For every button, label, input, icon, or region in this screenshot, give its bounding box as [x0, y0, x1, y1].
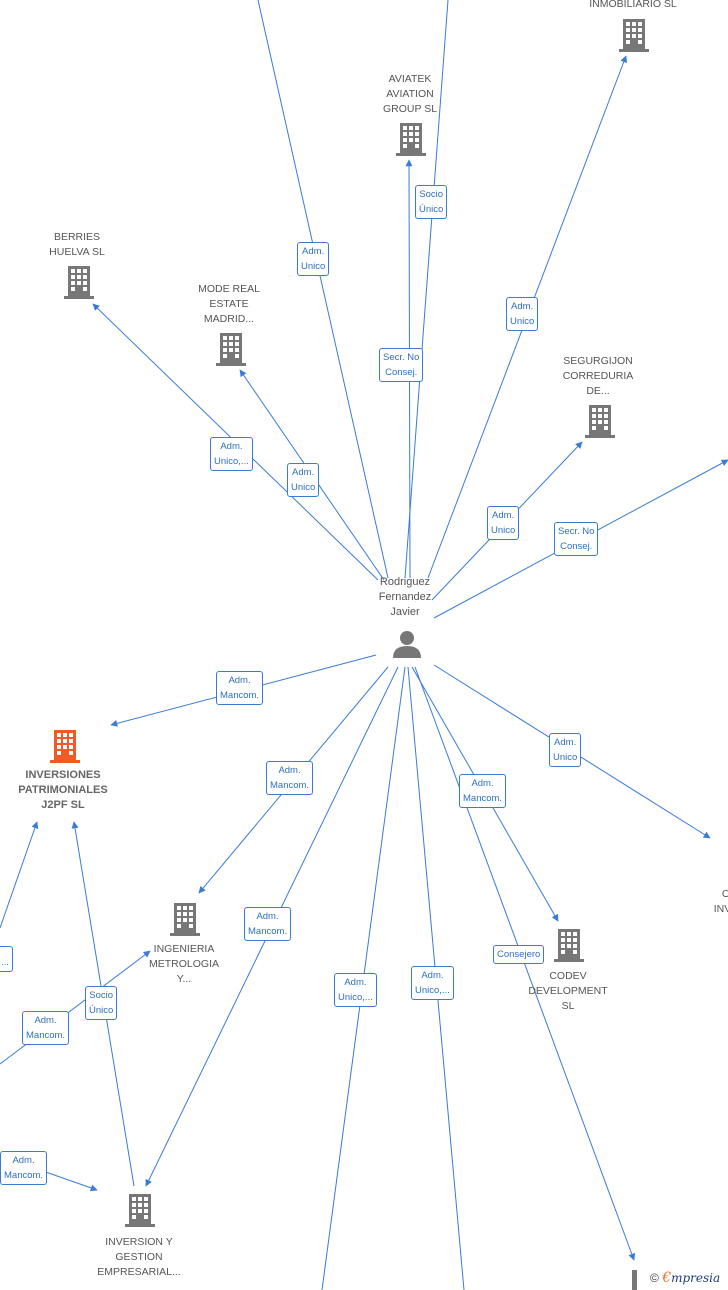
building-icon [216, 333, 246, 366]
edge-label: Adm.Unico [506, 297, 539, 331]
edge-label: Adm.Mancom. [459, 774, 507, 808]
building-icon [554, 929, 584, 962]
edge-label: Adm.Unico [297, 242, 330, 276]
building-icon [50, 730, 80, 763]
edge-line [257, 0, 389, 579]
edge-label: ... [0, 946, 13, 972]
edge-label: Adm.Unico,... [411, 966, 454, 1000]
edge-line [0, 821, 39, 929]
edge-label: Adm.Mancom. [244, 907, 292, 941]
building-icon [585, 405, 615, 438]
edge-label: Adm.Mancom. [22, 1011, 70, 1045]
edge-line [0, 950, 151, 1065]
building-icon [396, 123, 426, 156]
building-icon [632, 1270, 637, 1290]
company-label-partial[interactable]: OINVE [713, 888, 728, 915]
company-label-inmobiliario[interactable]: INMOBILIARIO SL [589, 0, 677, 10]
edge-label: Adm.Mancom. [0, 1151, 48, 1185]
building-icon [619, 19, 649, 52]
edge-label: Adm.Unico [549, 733, 582, 767]
edge-label: Consejero [493, 945, 545, 964]
building-icon [170, 903, 200, 936]
empresia-logo[interactable]: © €mpresia [650, 1270, 721, 1286]
edge-label: Adm.Unico,... [210, 437, 253, 471]
building-icon [125, 1194, 155, 1227]
edge-label: Adm.Mancom. [216, 671, 264, 705]
edge-label: Adm.Unico [287, 463, 320, 497]
building-icon [64, 266, 94, 299]
person-icon [393, 631, 421, 658]
edge-label: Adm.Unico,... [334, 973, 377, 1007]
edge-line [404, 0, 449, 579]
edge-label: Adm.Unico [487, 506, 520, 540]
edge-label: Adm.Mancom. [266, 761, 314, 795]
